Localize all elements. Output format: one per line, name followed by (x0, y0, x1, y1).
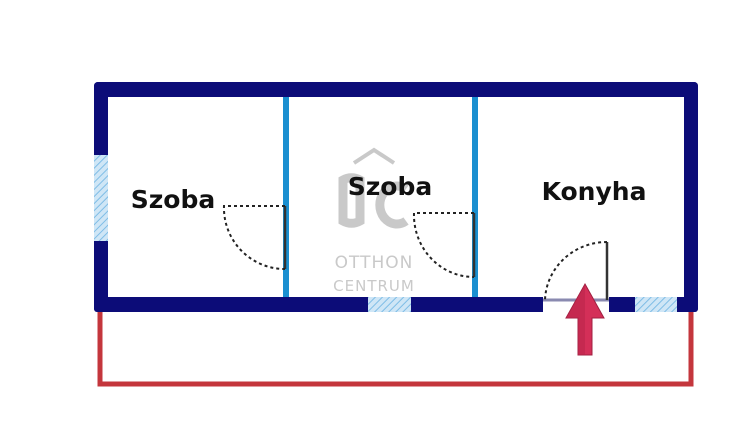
window-bottom-middle (368, 297, 411, 312)
logo-monogram-c (375, 181, 409, 229)
balcony-outline (97, 309, 694, 387)
room-label-1: Szoba (131, 185, 216, 214)
door-entrance (544, 241, 609, 301)
wall-right (684, 82, 698, 312)
watermark-line-2: CENTRUM (333, 277, 415, 295)
entrance-arrow-icon (565, 282, 605, 356)
wall-top (94, 82, 698, 97)
partition-wall-2 (472, 97, 478, 297)
window-left (94, 155, 108, 241)
room-label-3: Konyha (542, 177, 647, 206)
partition-wall-1 (283, 97, 289, 297)
logo-roof-icon (352, 147, 396, 165)
watermark-line-1: OTTHON (335, 253, 414, 273)
room-label-2: Szoba (348, 172, 433, 201)
otthon-centrum-logo: OTTHON CENTRUM (333, 147, 415, 295)
logo-monogram-o (338, 173, 365, 228)
door-room-2 (412, 212, 476, 278)
door-room-1 (222, 205, 287, 270)
window-bottom-right (635, 297, 677, 312)
